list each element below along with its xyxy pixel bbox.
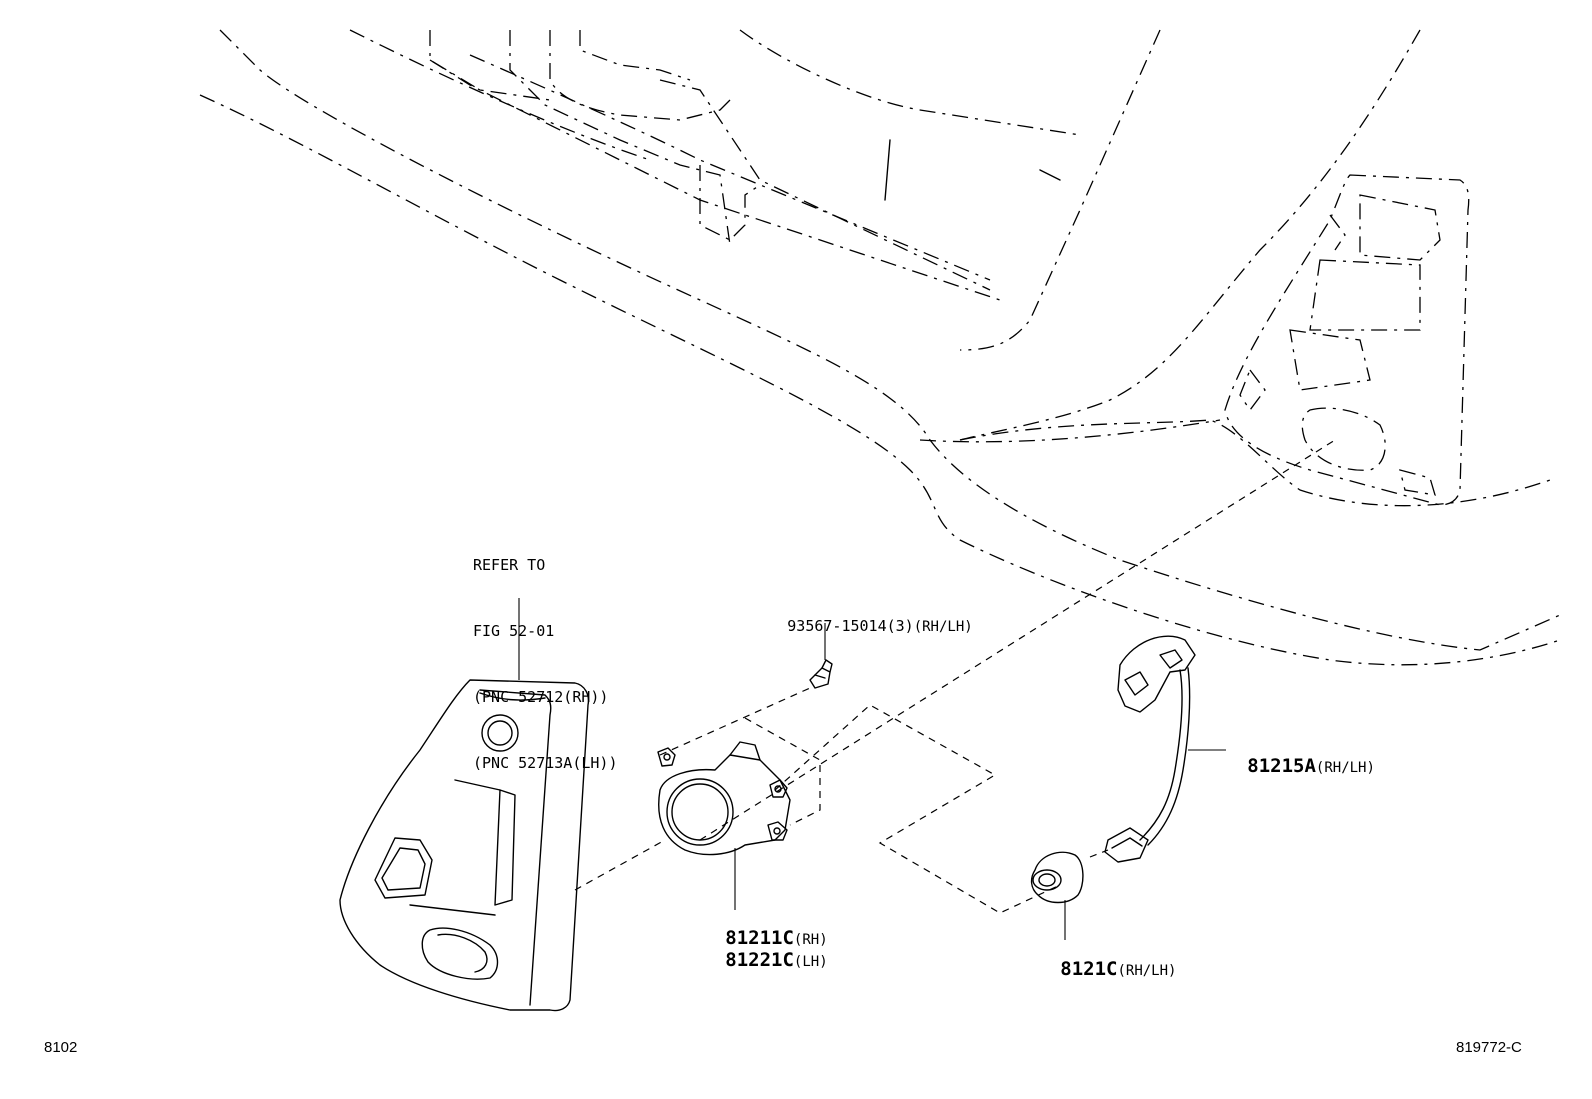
reference-note-line: REFER TO: [473, 556, 546, 574]
vehicle-body-outline: [199, 29, 1561, 666]
reference-note-line: FIG 52-01: [473, 622, 555, 640]
part-number: 81211C: [725, 927, 794, 949]
part-suffix: (RH/LH): [1117, 963, 1177, 979]
part-suffix: (RH/LH): [1315, 760, 1375, 776]
bulb-socket-part: [1030, 851, 1084, 904]
rear-gate-outline: [429, 30, 1061, 246]
reference-note-line: (PNC 52713A(LH)): [473, 754, 618, 772]
backup-lamp-housing: [657, 741, 791, 856]
reference-note: REFER TO FIG 52-01 (PNC 52712(RH)) (PNC …: [473, 510, 618, 796]
part-suffix: (RH): [793, 932, 828, 948]
figure-code-left: 8102: [44, 1039, 78, 1056]
part-label-lamp-rh[interactable]: 81211C(RH): [706, 913, 828, 949]
socket-and-wire: [1104, 635, 1196, 863]
tail-lamp-assembly: [339, 679, 590, 1012]
part-number: 8121C: [1060, 958, 1118, 980]
part-label-screw[interactable]: 93567-15014(3)(RH/LH): [768, 602, 973, 635]
part-number: 81221C: [725, 949, 794, 971]
part-label-socket-wire[interactable]: 81215A(RH/LH): [1228, 741, 1375, 776]
part-suffix: (RH/LH): [913, 619, 973, 635]
part-number: 93567-15014(3): [787, 617, 914, 635]
assembly-guide-lines: [574, 439, 1336, 914]
screw-fastener: [809, 659, 833, 689]
part-label-bulb-socket[interactable]: 8121C(RH/LH): [1041, 944, 1176, 979]
part-number: 81215A: [1247, 755, 1316, 777]
part-label-lamp-lh[interactable]: 81221C(LH): [706, 935, 828, 971]
part-suffix: (LH): [793, 954, 828, 970]
rear-lamp-phantom: [1224, 174, 1470, 506]
reference-note-line: (PNC 52712(RH)): [473, 688, 609, 706]
figure-code-right: 819772-C: [1456, 1039, 1522, 1056]
